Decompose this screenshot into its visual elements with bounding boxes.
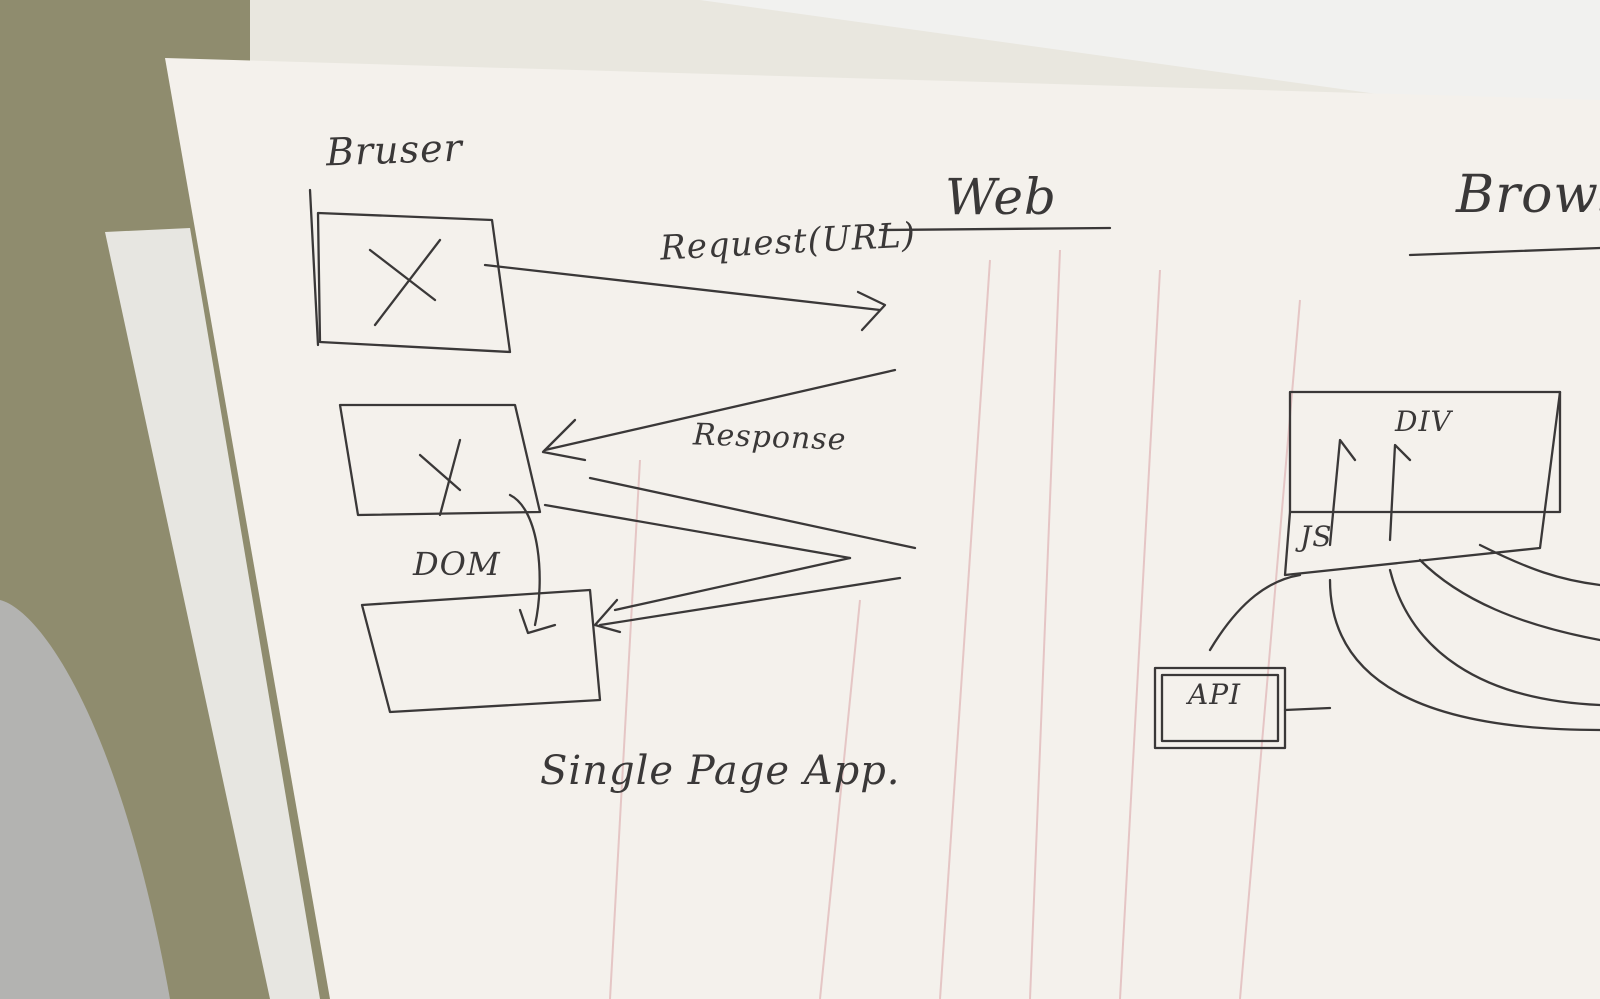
js-arrow (588, 476, 917, 550)
web-underline (878, 226, 1112, 232)
sketch-paper (165, 58, 1600, 999)
browser-label: Bruser (325, 125, 464, 175)
api-label: API (1188, 678, 1242, 711)
browser-right-label: Browse (1456, 165, 1600, 225)
js-box (1283, 390, 1562, 577)
js-connector (1418, 558, 1600, 642)
response-label: Response (692, 417, 848, 458)
sketch-strokes (308, 188, 1600, 750)
js-arrow (598, 576, 902, 627)
dom-arrow-head (518, 608, 557, 635)
dom-update-box (338, 403, 542, 517)
browser-box (316, 211, 512, 354)
js-arrow (613, 556, 852, 612)
dom-box (360, 588, 602, 714)
dom-update-box-x (418, 453, 462, 492)
js-arrow-head (593, 598, 622, 634)
dom-label: DOM (413, 545, 501, 583)
js-connector (1328, 578, 1600, 732)
div-box (1288, 390, 1562, 514)
underneath-paper (105, 228, 320, 999)
js-to-div-arrow (1328, 438, 1357, 547)
request-arrow-head (856, 290, 887, 332)
response-arrow (543, 368, 897, 452)
response-arrow-head (541, 418, 587, 462)
js-connector (1478, 543, 1600, 587)
browser-box-x (368, 248, 437, 302)
browser-right-underline (1408, 246, 1600, 257)
api-box (1153, 666, 1287, 750)
api-box-inner (1160, 673, 1280, 743)
js-to-div-arrow (1388, 443, 1412, 542)
back-paper-white (700, 0, 1600, 120)
div-label: DIV (1395, 405, 1452, 438)
single-page-app-caption: Single Page App. (540, 748, 901, 794)
dom-arrow (508, 493, 541, 627)
dom-update-box-x (438, 438, 462, 517)
browser-box-x (373, 238, 442, 327)
js-connector (1388, 568, 1600, 707)
request-arrow (483, 263, 882, 312)
browser-left-edge (308, 188, 320, 347)
web-label: Web (945, 168, 1057, 226)
api-stub (1283, 706, 1332, 712)
js-label: JS (1300, 520, 1333, 553)
api-to-js-line (1208, 573, 1302, 652)
js-arrow (543, 503, 852, 560)
gray-sleeve (0, 600, 170, 999)
